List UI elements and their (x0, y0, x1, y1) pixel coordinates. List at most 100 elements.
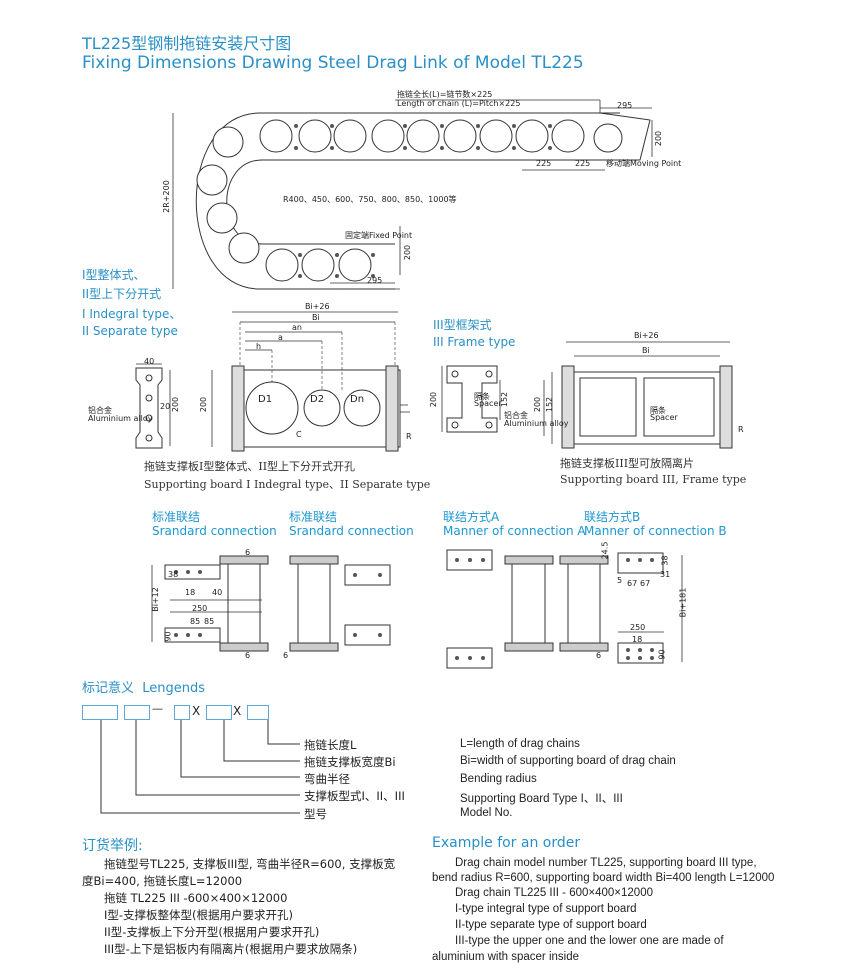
type3-dim-200b: 200 (533, 396, 543, 413)
type3-spacer-en: Spacer (474, 399, 502, 408)
conn-dim-18: 18 (185, 588, 196, 597)
board-type3-profile (446, 365, 498, 433)
type3-spacer-cn: 隔条 (474, 392, 490, 401)
dim-bi: Bi (312, 313, 320, 322)
alloy-en: Aluminium alloy (88, 414, 153, 423)
type3-bi: Bi (642, 346, 650, 355)
std1-en: Srandard connection (152, 524, 277, 538)
conn-a-cn: 联结方式A (443, 510, 500, 524)
type3-alloy-cn: 铝合金 (504, 411, 528, 420)
conn-dim-31: 31 (660, 570, 671, 579)
type12-cn2: II型上下分开式 (82, 287, 162, 301)
legend-cn-3: 支撑板型式I、II、III (304, 789, 405, 803)
code-sep-x2: X (233, 704, 242, 718)
conn-dim-67b: 67 (640, 579, 651, 588)
order-en-6: aluminium with spacer inside (432, 951, 580, 963)
chain-length-en: Length of chain (L)=Pitch×225 (397, 99, 521, 108)
conn-bi12: Bi+12 (150, 587, 160, 612)
type3-dim-r: R (738, 425, 744, 434)
board-profile (135, 367, 163, 449)
legends-heading-cn: 标记意义 (82, 681, 135, 696)
order-cn-2: 拖链 TL225 III -600×400×12000 (104, 891, 288, 905)
legend-en-0: L=length of drag chains (460, 738, 580, 750)
std1-cn: 标准联结 (152, 510, 201, 524)
order-cn-4: II型-支撑板上下分开型(根据用户要求开孔) (104, 925, 320, 939)
order-en-4: II-type separate type of support board (455, 919, 647, 931)
conn-dim-6b: 6 (245, 651, 251, 660)
type12-caption-cn: 拖链支撑板I型整体式、II型上下分开式开孔 (144, 460, 356, 473)
conn-dim-38: 38 (168, 570, 179, 579)
dim-40: 40 (144, 357, 155, 366)
conn-dim-250: 250 (192, 604, 208, 613)
conn-dim-5: 5 (617, 576, 623, 585)
conn-dim-6d: 6 (596, 651, 602, 660)
legend-cn-0: 拖链长度L (304, 738, 357, 752)
dim-225-a: 225 (536, 159, 552, 168)
conn-dim-90: 90 (163, 631, 173, 642)
page-title-cn: TL225型钢制拖链安装尺寸图 (82, 34, 292, 53)
legend-cn-2: 弯曲半径 (304, 772, 350, 786)
board-type12-rect (231, 369, 401, 448)
type3-alloy-en: Aluminium alloy (504, 419, 569, 428)
legends-heading-en: Lengends (142, 681, 206, 696)
radius-list: R400、450、600、750、800、850、1000等 (283, 195, 457, 204)
hole-d1: D1 (258, 394, 273, 405)
order-en-1: bend radius R=600, supporting board widt… (432, 872, 775, 884)
conn-b-en: Manner of connection B (584, 524, 727, 538)
conn-a-en: Manner of connection A (443, 524, 586, 538)
conn-dim-85b: 85 (204, 617, 215, 626)
dim-an: an (292, 323, 302, 332)
hole-d2: D2 (310, 394, 325, 405)
order-cn-1: 度Bi=400, 拖链长度L=12000 (82, 874, 243, 888)
dim-200b: 200 (199, 396, 209, 413)
dim-200-right: 200 (654, 130, 664, 147)
dim-200-fixed: 200 (403, 244, 413, 261)
dim-200-small: 200 (171, 396, 181, 413)
legend-leaders (100, 718, 300, 814)
conn-b-cn: 联结方式B (584, 510, 641, 524)
type3-board-spacer-en: Spacer (650, 413, 678, 422)
code-box-length (247, 705, 269, 720)
order-heading-cn: 订货举例: (82, 838, 143, 854)
legend-cn-1: 拖链支撑板宽度Bi (304, 755, 396, 769)
order-en-3: I-type integral type of support board (455, 903, 637, 915)
height-label: 2R+200 (161, 180, 171, 213)
chain-length-cn: 拖链全长(L)=链节数×225 (397, 90, 493, 99)
conn-dim-245: 24.5 (600, 541, 610, 560)
dim-295-bottom: 295 (367, 276, 383, 285)
conn-dim-40: 40 (212, 588, 223, 597)
legend-en-1: Bi=width of supporting board of drag cha… (460, 755, 676, 767)
type12-en2: II Separate type (82, 324, 178, 338)
legends-heading: 标记意义 Lengends (82, 677, 205, 696)
board-type3-rect (561, 371, 733, 445)
type3-bi26: Bi+26 (634, 331, 659, 340)
conn-dim-6a: 6 (245, 548, 251, 557)
code-box-radius (174, 705, 190, 720)
legend-en-3: Supporting Board Type I、II、III (460, 793, 623, 805)
fixed-point-label: 固定端Fixed Point (345, 231, 413, 240)
order-cn-3: I型-支撑板整体型(根据用户要求开孔) (104, 908, 294, 922)
type3-board-spacer-cn: 隔条 (650, 406, 666, 415)
conn-dim-6c: 6 (283, 651, 289, 660)
dim-a: a (278, 333, 283, 342)
dim-bi26: Bi+26 (305, 302, 330, 311)
type12-cn1: I型整体式、 (82, 268, 146, 282)
dim-r: R (406, 432, 412, 441)
order-cn-0: 拖链型号TL225, 支撑板III型, 弯曲半径R=600, 支撑板宽 (104, 857, 396, 871)
conn-dim-67a: 67 (627, 579, 638, 588)
chain-outline (260, 112, 620, 290)
type3-caption-en: Supporting board III, Frame type (560, 473, 747, 486)
dim-20: 20 (160, 402, 171, 411)
type3-dim-200: 200 (429, 391, 439, 408)
conn-bi181: Bi+181 (678, 587, 688, 618)
order-en-0: Drag chain model number TL225, supportin… (455, 857, 757, 869)
type3-en: III Frame type (433, 335, 516, 349)
order-en-5: III-type the upper one and the lower one… (455, 935, 724, 947)
legend-cn-4: 型号 (304, 807, 327, 821)
alloy-cn: 铝合金 (88, 406, 112, 415)
dim-c: C (296, 430, 302, 439)
order-en-2: Drag chain TL225 III - 600×400×12000 (455, 887, 653, 899)
dim-295-top: 295 (617, 101, 633, 110)
conn-dim-18b: 18 (632, 635, 643, 644)
